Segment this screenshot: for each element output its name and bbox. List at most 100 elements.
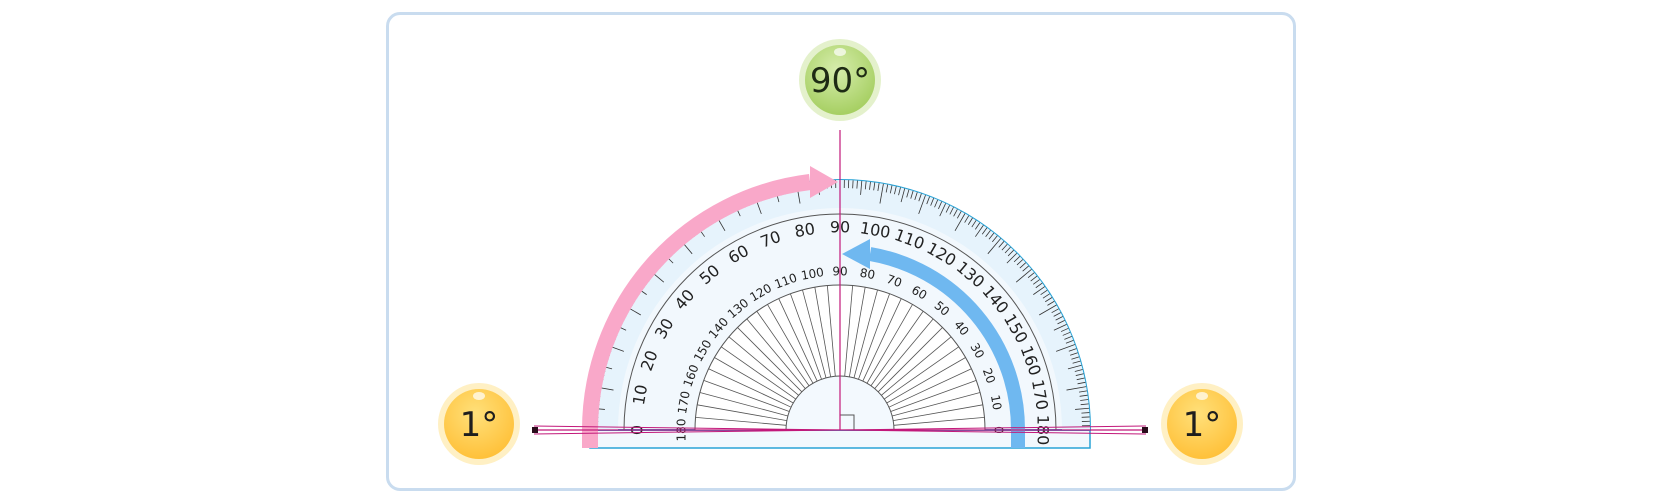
- counterclockwise-arrowhead: [842, 239, 870, 269]
- degree-tick: [869, 181, 871, 190]
- degree-tick: [1074, 369, 1083, 372]
- badge-top-90: 90°: [799, 39, 881, 121]
- degree-tick: [998, 241, 1005, 248]
- degree-tick: [1053, 312, 1061, 317]
- radial-line: [714, 357, 794, 404]
- radial-line: [790, 293, 822, 380]
- degree-tick: [910, 190, 914, 199]
- radial-line: [853, 289, 878, 378]
- radial-line: [893, 416, 985, 426]
- degree-tick: [987, 238, 1002, 255]
- degree-tick: [1035, 282, 1043, 289]
- radial-line: [802, 289, 827, 378]
- degree-tick: [1080, 399, 1089, 401]
- degree-tick: [1062, 331, 1071, 336]
- degree-tick: [1007, 249, 1014, 257]
- clockwise-arrowhead: [810, 166, 838, 198]
- degree-tick: [975, 224, 984, 237]
- counterclockwise-arrow: [868, 247, 1026, 448]
- degree-tick: [1045, 297, 1053, 303]
- degree-tick: [1051, 308, 1059, 314]
- degree-tick: [898, 187, 901, 196]
- degree-tick: [879, 183, 884, 204]
- degree-tick: [1042, 293, 1050, 299]
- radial-line: [708, 368, 792, 408]
- degree-tick: [1019, 262, 1027, 269]
- radial-line: [767, 304, 814, 384]
- degree-tick: [1055, 316, 1063, 321]
- badge-left-label: 1°: [460, 405, 499, 445]
- rotation-arrows: [582, 166, 1026, 448]
- degree-tick: [1068, 348, 1077, 352]
- degree-tick: [945, 205, 950, 213]
- degree-tick: [1079, 394, 1088, 397]
- degree-tick: [1055, 344, 1076, 352]
- degree-tick: [1066, 386, 1087, 391]
- inner-scale-label: 70: [885, 272, 904, 290]
- radial-line: [814, 287, 832, 377]
- badge-left-1: 1°: [438, 383, 520, 465]
- degree-tick: [956, 211, 962, 219]
- degree-tick: [1030, 275, 1038, 282]
- degree-tick: [900, 188, 906, 203]
- degree-tick: [938, 201, 943, 210]
- degree-tick: [864, 181, 867, 190]
- degree-tick: [1070, 352, 1078, 356]
- inner-scale-label: 100: [800, 265, 825, 283]
- degree-tick: [885, 184, 889, 193]
- radial-line: [870, 310, 924, 386]
- degree-tick: [914, 192, 918, 200]
- badge-right-1: 1°: [1161, 383, 1243, 465]
- badge-right-label: 1°: [1183, 405, 1222, 445]
- inner-scale-label: 30: [967, 341, 987, 361]
- degree-tick: [1080, 403, 1089, 406]
- angle-lines: [532, 130, 1148, 435]
- degree-tick: [1006, 252, 1018, 264]
- radial-line: [858, 293, 890, 380]
- tilted-line-right: [533, 425, 1147, 435]
- radial-line: [884, 346, 960, 400]
- degree-tick: [1022, 265, 1029, 272]
- inner-scale-label: 20: [980, 366, 998, 385]
- degree-tick: [1057, 320, 1065, 325]
- degree-tick: [1064, 335, 1072, 340]
- radial-line: [848, 287, 866, 377]
- degree-tick: [1065, 340, 1074, 344]
- degree-tick: [1067, 364, 1082, 370]
- degree-tick: [953, 209, 958, 217]
- degree-tick: [954, 213, 966, 232]
- degree-tick: [934, 199, 939, 208]
- degree-tick: [1033, 286, 1046, 295]
- diagram-frame: [386, 12, 1296, 491]
- outer-scale-label: 10: [629, 383, 651, 406]
- radial-line: [720, 346, 796, 400]
- radial-line: [697, 404, 787, 422]
- degree-tick: [967, 217, 973, 225]
- degree-tick: [1075, 373, 1084, 376]
- clockwise-arrow: [582, 174, 811, 448]
- degree-tick: [873, 182, 876, 191]
- degree-tick: [974, 222, 981, 230]
- degree-tick: [906, 189, 910, 198]
- degree-tick: [1027, 272, 1035, 279]
- radial-line: [826, 285, 836, 377]
- radial-line: [778, 298, 818, 382]
- degree-tick: [860, 180, 863, 195]
- degree-tick: [1081, 412, 1090, 414]
- degree-tick: [1075, 407, 1090, 410]
- degree-tick: [894, 186, 897, 195]
- degree-tick: [981, 227, 988, 235]
- degree-tick: [1004, 246, 1011, 254]
- degree-tick: [918, 193, 922, 202]
- radial-line: [866, 304, 913, 384]
- degree-tick: [1071, 356, 1080, 360]
- degree-tick: [1053, 323, 1067, 331]
- radial-line: [844, 285, 854, 377]
- degree-tick: [1072, 360, 1081, 364]
- degree-tick: [930, 198, 935, 206]
- degree-tick: [918, 194, 926, 215]
- degree-tick: [1013, 256, 1021, 263]
- degree-tick: [1015, 268, 1032, 283]
- radial-line: [881, 336, 952, 396]
